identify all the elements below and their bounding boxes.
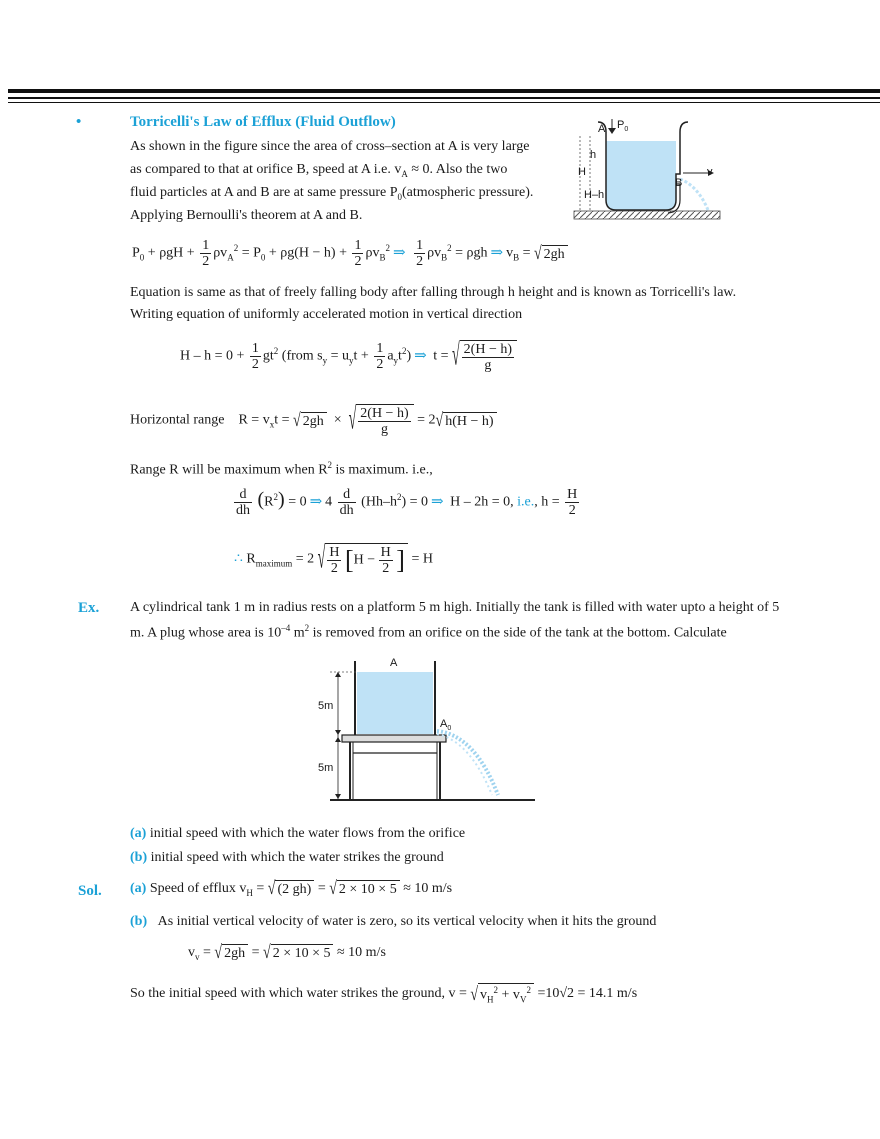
fig1-label-h: h [590, 149, 597, 161]
tank-on-platform-figure [330, 661, 535, 801]
range-max-text: Range R will be maximum when R2 is maxim… [130, 460, 433, 478]
fig2-label-5m-top: 5m [318, 700, 334, 712]
solution-part-a: (a) Speed of efflux vH = √(2 gh) = √2 × … [130, 879, 453, 900]
fig1-label-H-h: H–h [584, 189, 605, 201]
solution-final: So the initial speed with which water st… [130, 983, 638, 1006]
header-rule-1 [8, 97, 880, 99]
solution-part-b-equation: vv = √2gh = √2 × 10 × 5 ≈ 10 m/s [188, 943, 386, 964]
example-part-b: (b) initial speed with which the water s… [130, 850, 444, 865]
fig1-label-P0: P0 [617, 119, 629, 134]
fig2-label-A: A [390, 657, 398, 669]
para-line-2: as compared to that at orifice B, speed … [130, 162, 508, 179]
example-part-a: (a) initial speed with which the water f… [130, 826, 466, 841]
section-title: Torricelli's Law of Efflux (Fluid Outflo… [130, 114, 396, 130]
fig2-label-5m-bottom: 5m [318, 762, 334, 774]
torricelli-law-text: Equation is same as that of freely falli… [130, 285, 737, 300]
example-line-2: m. A plug whose area is 10–4 m2 is remov… [130, 623, 727, 641]
horizontal-range-label: Horizontal range [130, 412, 225, 428]
example-line-1: A cylindrical tank 1 m in radius rests o… [130, 600, 780, 615]
fig1-label-v: v [707, 166, 713, 178]
fig2-label-A0: A0 [440, 718, 452, 733]
solution-part-b-text: (b) As initial vertical velocity of wate… [130, 914, 657, 929]
header-rule-thick [8, 89, 880, 93]
torricelli-tank-figure [573, 119, 721, 220]
para-line-4: Applying Bernoulli's theorem at A and B. [130, 208, 363, 223]
example-tag: Ex. [78, 600, 100, 616]
fig1-label-A: A [598, 123, 606, 135]
horizontal-range-equation: Horizontal range R = vxt = √2gh × √2(H −… [130, 404, 497, 437]
fig1-label-B: B [675, 177, 683, 189]
motion-equation-text: Writing equation of uniformly accelerate… [130, 307, 523, 322]
fig1-label-H: H [578, 166, 586, 178]
para-line-3: fluid particles at A and B are at same p… [130, 185, 534, 202]
header-rule-2 [8, 102, 880, 103]
solution-tag: Sol. [78, 883, 102, 899]
bullet: • [76, 114, 82, 130]
para-line-1: As shown in the figure since the area of… [130, 139, 530, 154]
